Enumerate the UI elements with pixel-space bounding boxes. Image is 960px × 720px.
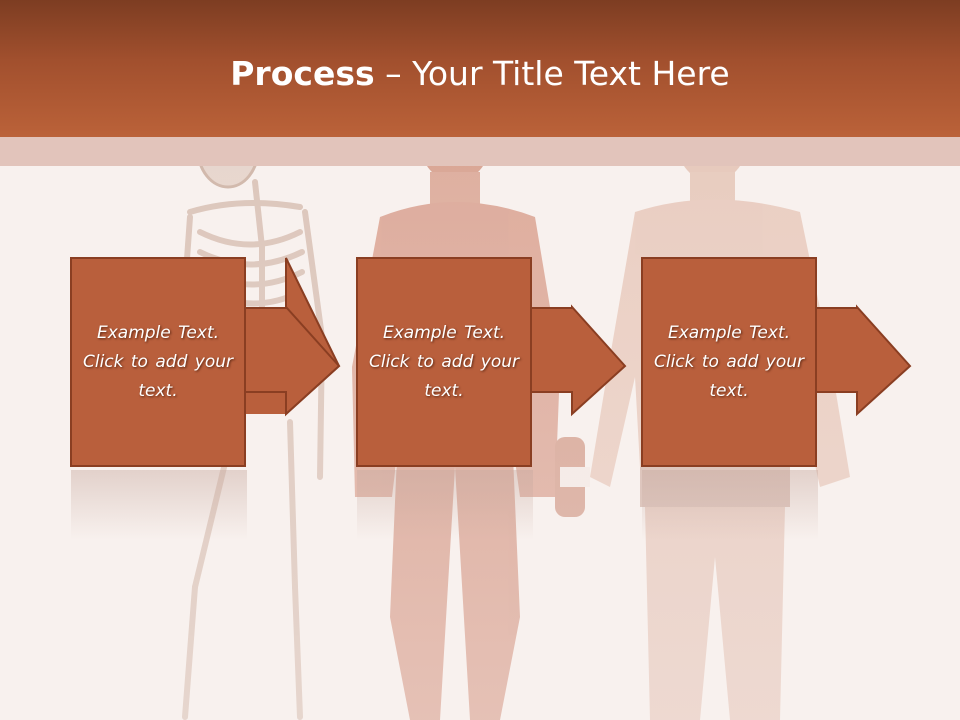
process-step-1[interactable]: Example Text. Click to add your text. xyxy=(70,257,341,468)
step-1-reflection xyxy=(71,470,247,540)
step-3-text[interactable]: Example Text. Click to add your text. xyxy=(653,322,804,401)
title-bold-text: Process xyxy=(230,54,375,93)
step-2-reflection xyxy=(357,470,533,540)
step-3-reflection xyxy=(642,470,818,540)
step-2-shape xyxy=(356,257,627,467)
slide-title[interactable]: Process – Your Title Text Here xyxy=(0,52,960,96)
step-3-shape xyxy=(641,257,912,467)
process-step-3[interactable]: Example Text. Click to add your text. xyxy=(641,257,912,468)
step-1-text[interactable]: Example Text. Click to add your text. xyxy=(82,322,233,401)
step-1-shape xyxy=(70,257,341,467)
process-step-2[interactable]: Example Text. Click to add your text. xyxy=(356,257,627,468)
title-bar xyxy=(0,0,960,137)
step-2-text[interactable]: Example Text. Click to add your text. xyxy=(368,322,519,401)
title-regular-text: – Your Title Text Here xyxy=(374,54,730,93)
title-subband xyxy=(0,137,960,166)
